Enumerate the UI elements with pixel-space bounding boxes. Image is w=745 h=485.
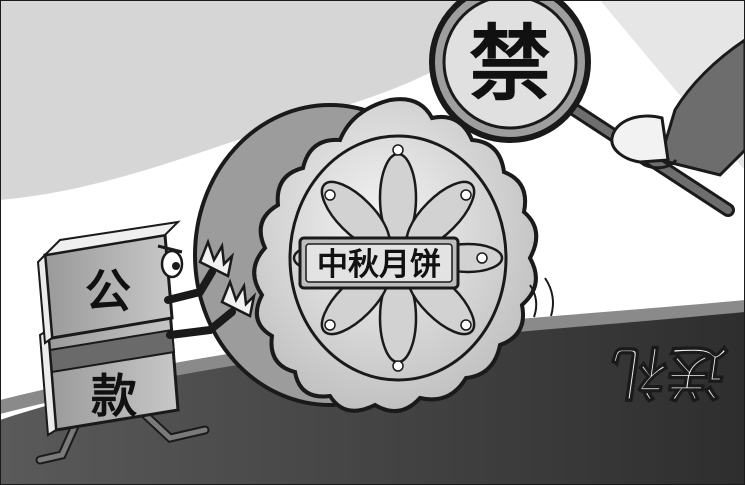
character-hand-upper [198, 238, 235, 278]
road-text: 送礼 [605, 338, 730, 406]
character-hand-lower [220, 278, 257, 318]
mooncake-label: 中秋月饼 [317, 247, 441, 283]
ban-magnifier: 禁 [429, 0, 735, 217]
money-char-kuan: 款 [91, 369, 137, 423]
ban-character: 禁 [469, 17, 551, 112]
official-hand [610, 38, 745, 177]
sky-band [0, 0, 520, 200]
money-stack-character: 公 款 [35, 220, 257, 465]
road-edge [0, 300, 745, 414]
mooncake: 中秋月饼 [193, 97, 554, 414]
money-char-gong: 公 [85, 264, 131, 318]
